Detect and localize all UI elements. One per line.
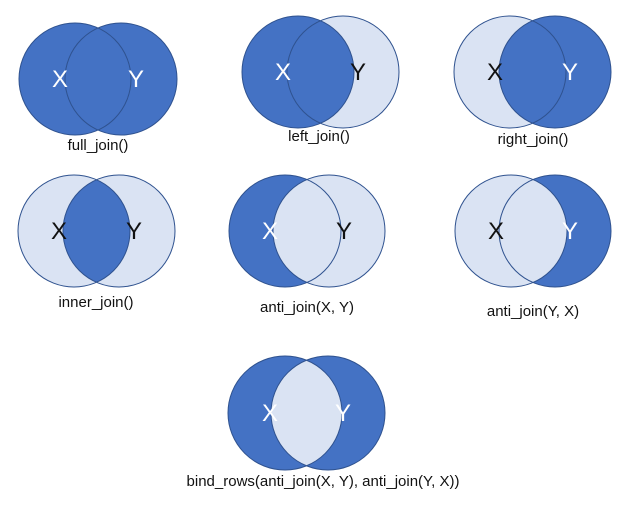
set-label-x: X [51, 218, 67, 245]
circle-y-outline [272, 174, 386, 288]
set-label-y: Y [335, 400, 351, 427]
diagram-caption: left_join() [288, 128, 350, 145]
overlap-region [273, 175, 341, 287]
overlap-region [499, 16, 566, 128]
diagram-caption: anti_join(X, Y) [260, 299, 354, 316]
overlap-region [65, 23, 131, 135]
set-label-y: Y [562, 218, 578, 245]
set-label-y: Y [126, 218, 142, 245]
circle-x-outline [453, 15, 567, 129]
overlap-region [287, 16, 354, 128]
set-label-x: X [262, 218, 278, 245]
set-label-x: X [262, 400, 278, 427]
diagram-caption: full_join() [68, 137, 129, 154]
diagram-caption: bind_rows(anti_join(X, Y), anti_join(Y, … [187, 473, 460, 490]
circle-x-outline [18, 22, 132, 136]
overlap-region [63, 175, 130, 287]
diagram-caption: inner_join() [58, 294, 133, 311]
circle-y-outline [286, 15, 400, 129]
set-label-y: Y [562, 59, 578, 86]
circle-y-outline [64, 22, 178, 136]
circle-y-outline [270, 355, 386, 471]
circle-y-outline [62, 174, 176, 288]
circle-y-outline [498, 174, 612, 288]
set-label-y: Y [350, 59, 366, 86]
set-label-y: Y [336, 218, 352, 245]
diagram-caption: right_join() [498, 131, 569, 148]
circle-y-outline [498, 15, 612, 129]
diagram-caption: anti_join(Y, X) [487, 303, 579, 320]
circle-x-outline [241, 15, 355, 129]
set-label-x: X [487, 59, 503, 86]
circle-x-outline [17, 174, 131, 288]
set-label-y: Y [128, 66, 144, 93]
set-label-x: X [488, 218, 504, 245]
overlap-region [499, 175, 567, 287]
set-label-x: X [52, 66, 68, 93]
circle-x-outline [228, 174, 342, 288]
circle-x-outline [454, 174, 568, 288]
set-label-x: X [275, 59, 291, 86]
circle-x-outline [227, 355, 343, 471]
overlap-region [271, 356, 342, 470]
